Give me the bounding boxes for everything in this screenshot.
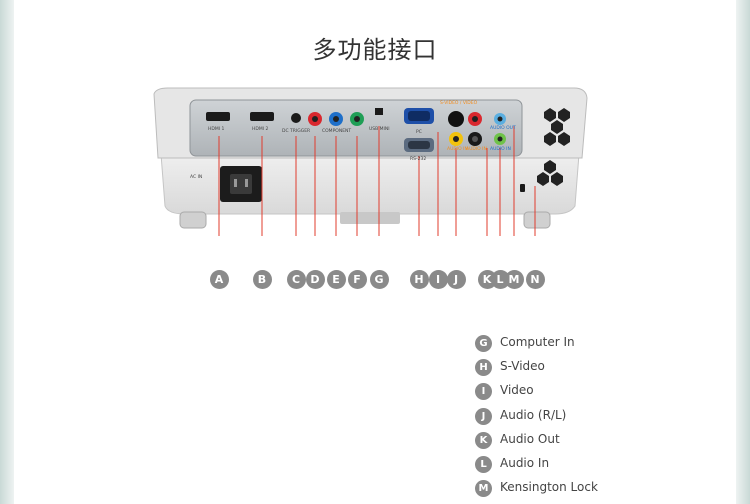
panel-label-rs232: RS-232: [410, 156, 426, 162]
legend-label: Video: [500, 383, 534, 398]
panel-label-audio-out: AUDIO OUT: [490, 125, 516, 131]
panel-label-ac-in: AC IN: [190, 174, 202, 180]
legend-label: Audio Out: [500, 431, 560, 446]
callout-d: D: [305, 270, 325, 289]
right-edge-border: [736, 0, 750, 504]
left-edge-border: [0, 0, 14, 504]
panel-label-svideo-video: S-VIDEO / VIDEO: [440, 100, 478, 106]
callout-g: G: [369, 270, 389, 289]
callout-n: N: [525, 270, 545, 289]
callout-c: C: [286, 270, 306, 289]
legend-badge: I: [475, 383, 492, 401]
callout-f: F: [347, 270, 367, 289]
callout-b: B: [252, 270, 272, 289]
legend-badge: G: [475, 335, 492, 352]
panel-label-computer: PC: [416, 129, 422, 135]
legend-label: Audio In: [500, 455, 550, 470]
panel-label-audio-in: AUDIO IN: [490, 146, 511, 152]
panel-label-hdmi1: HDMI 1: [208, 126, 224, 132]
panel-label-usb: USB MINI: [369, 126, 390, 132]
panel-label-dc-trigger: DC TRIGGER: [282, 128, 310, 134]
legend-badge: K: [475, 431, 492, 449]
callout-h: H: [409, 270, 429, 289]
page-title: 多功能接口: [312, 36, 438, 64]
callout-a: A: [209, 270, 229, 289]
panel-label-component: COMPONENT: [322, 128, 351, 134]
legend-label: Computer In: [500, 335, 575, 349]
legend-badge: M: [475, 480, 492, 498]
panel-label-hdmi2: HDMI 2: [252, 126, 268, 132]
callout-j: J: [446, 270, 466, 289]
legend-badge: L: [475, 455, 492, 473]
legend-badge: H: [475, 359, 492, 377]
legend-label: S-Video: [500, 359, 545, 374]
legend-badge: J: [475, 407, 492, 425]
projector-rear-panel: HDMI 1 HDMI 2 DC TRIGGER COMPONENT USB M…: [153, 87, 588, 236]
panel-label-audio-in-l: AUDIO IN: [466, 146, 487, 152]
callout-l: L: [490, 270, 510, 289]
callout-i: I: [428, 270, 448, 289]
legend-label: Kensington Lock: [500, 480, 598, 495]
callout-m: M: [504, 270, 524, 289]
panel-label-audio-in-r: AUDIO IN: [447, 146, 468, 152]
legend-label: Audio (R/L): [500, 407, 567, 422]
callout-e: E: [326, 270, 346, 289]
